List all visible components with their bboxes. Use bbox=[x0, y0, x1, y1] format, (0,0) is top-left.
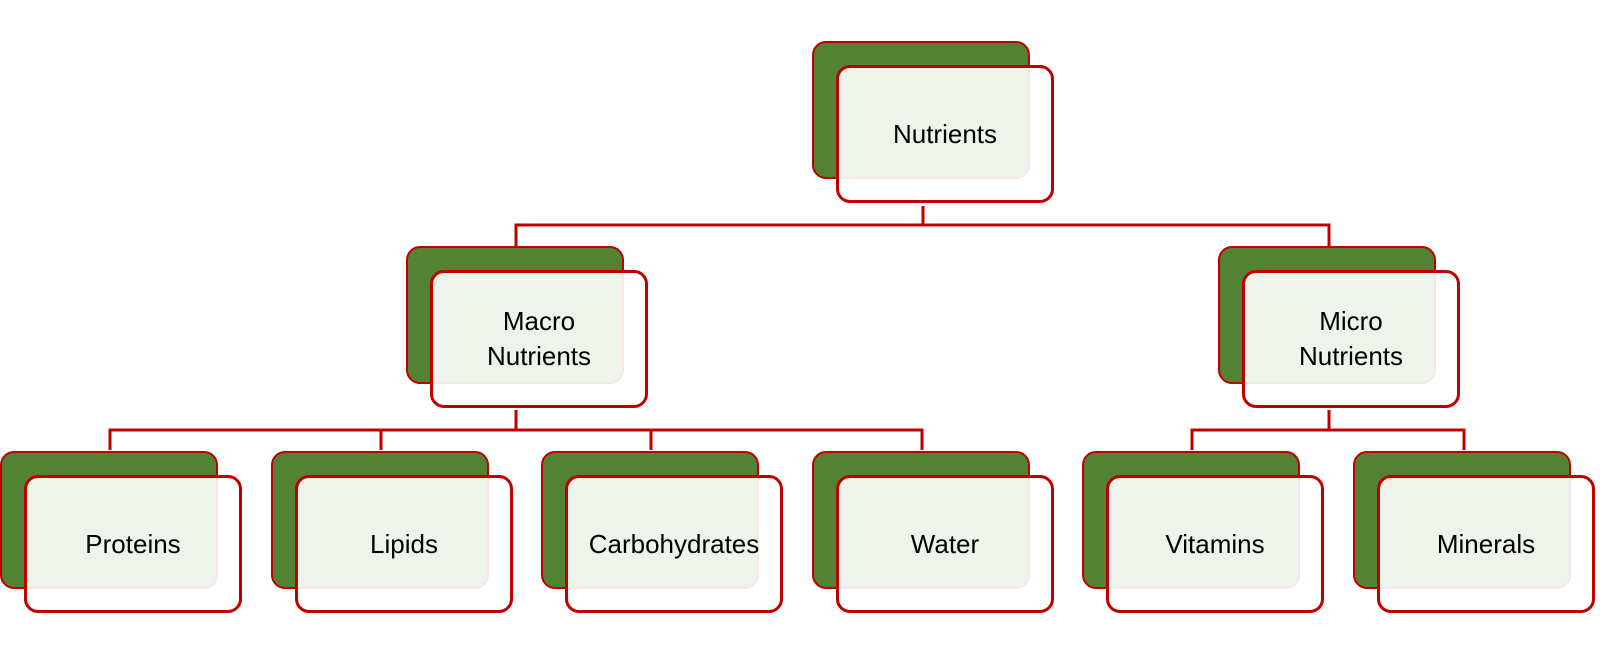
connector-macro-to-children bbox=[108, 410, 518, 450]
node-box: Vitamins bbox=[1106, 475, 1324, 613]
node-micro-nutrients: Micro Nutrients bbox=[1218, 246, 1460, 408]
node-label-micro-nutrients: Micro Nutrients bbox=[1298, 306, 1404, 371]
node-vitamins: Vitamins bbox=[1082, 451, 1324, 613]
node-lipids: Lipids bbox=[271, 451, 513, 613]
node-box: Proteins bbox=[24, 475, 242, 613]
node-label-lipids: Lipids bbox=[370, 528, 438, 559]
node-box: Water bbox=[836, 475, 1054, 613]
node-label-minerals: Minerals bbox=[1436, 528, 1536, 559]
node-box: Micro Nutrients bbox=[1242, 270, 1460, 408]
connector-micro-to-children bbox=[1190, 410, 1331, 450]
node-label-vitamins: Vitamins bbox=[1165, 528, 1265, 559]
node-label-nutrients: Nutrients bbox=[892, 118, 998, 149]
node-box: Carbohydrates bbox=[565, 475, 783, 613]
connector-micro-to-minerals bbox=[1329, 428, 1466, 450]
node-nutrients: Nutrients bbox=[812, 41, 1054, 203]
connector-root-to-micro bbox=[923, 223, 1331, 248]
node-carbohydrates: Carbohydrates bbox=[541, 451, 783, 613]
connector-macro-to-carbohydrates bbox=[516, 428, 653, 450]
node-box: Nutrients bbox=[836, 65, 1054, 203]
node-proteins: Proteins bbox=[0, 451, 242, 613]
node-label-water: Water bbox=[910, 528, 980, 559]
node-label-proteins: Proteins bbox=[85, 528, 181, 559]
node-macro-nutrients: Macro Nutrients bbox=[406, 246, 648, 408]
node-label-carbohydrates: Carbohydrates bbox=[588, 528, 760, 559]
node-box: Lipids bbox=[295, 475, 513, 613]
node-minerals: Minerals bbox=[1353, 451, 1595, 613]
node-label-macro-nutrients: Macro Nutrients bbox=[486, 306, 592, 371]
connector-root-to-groups bbox=[514, 206, 925, 248]
connector-macro-to-water bbox=[651, 428, 924, 450]
node-water: Water bbox=[812, 451, 1054, 613]
node-box: Minerals bbox=[1377, 475, 1595, 613]
node-box: Macro Nutrients bbox=[430, 270, 648, 408]
